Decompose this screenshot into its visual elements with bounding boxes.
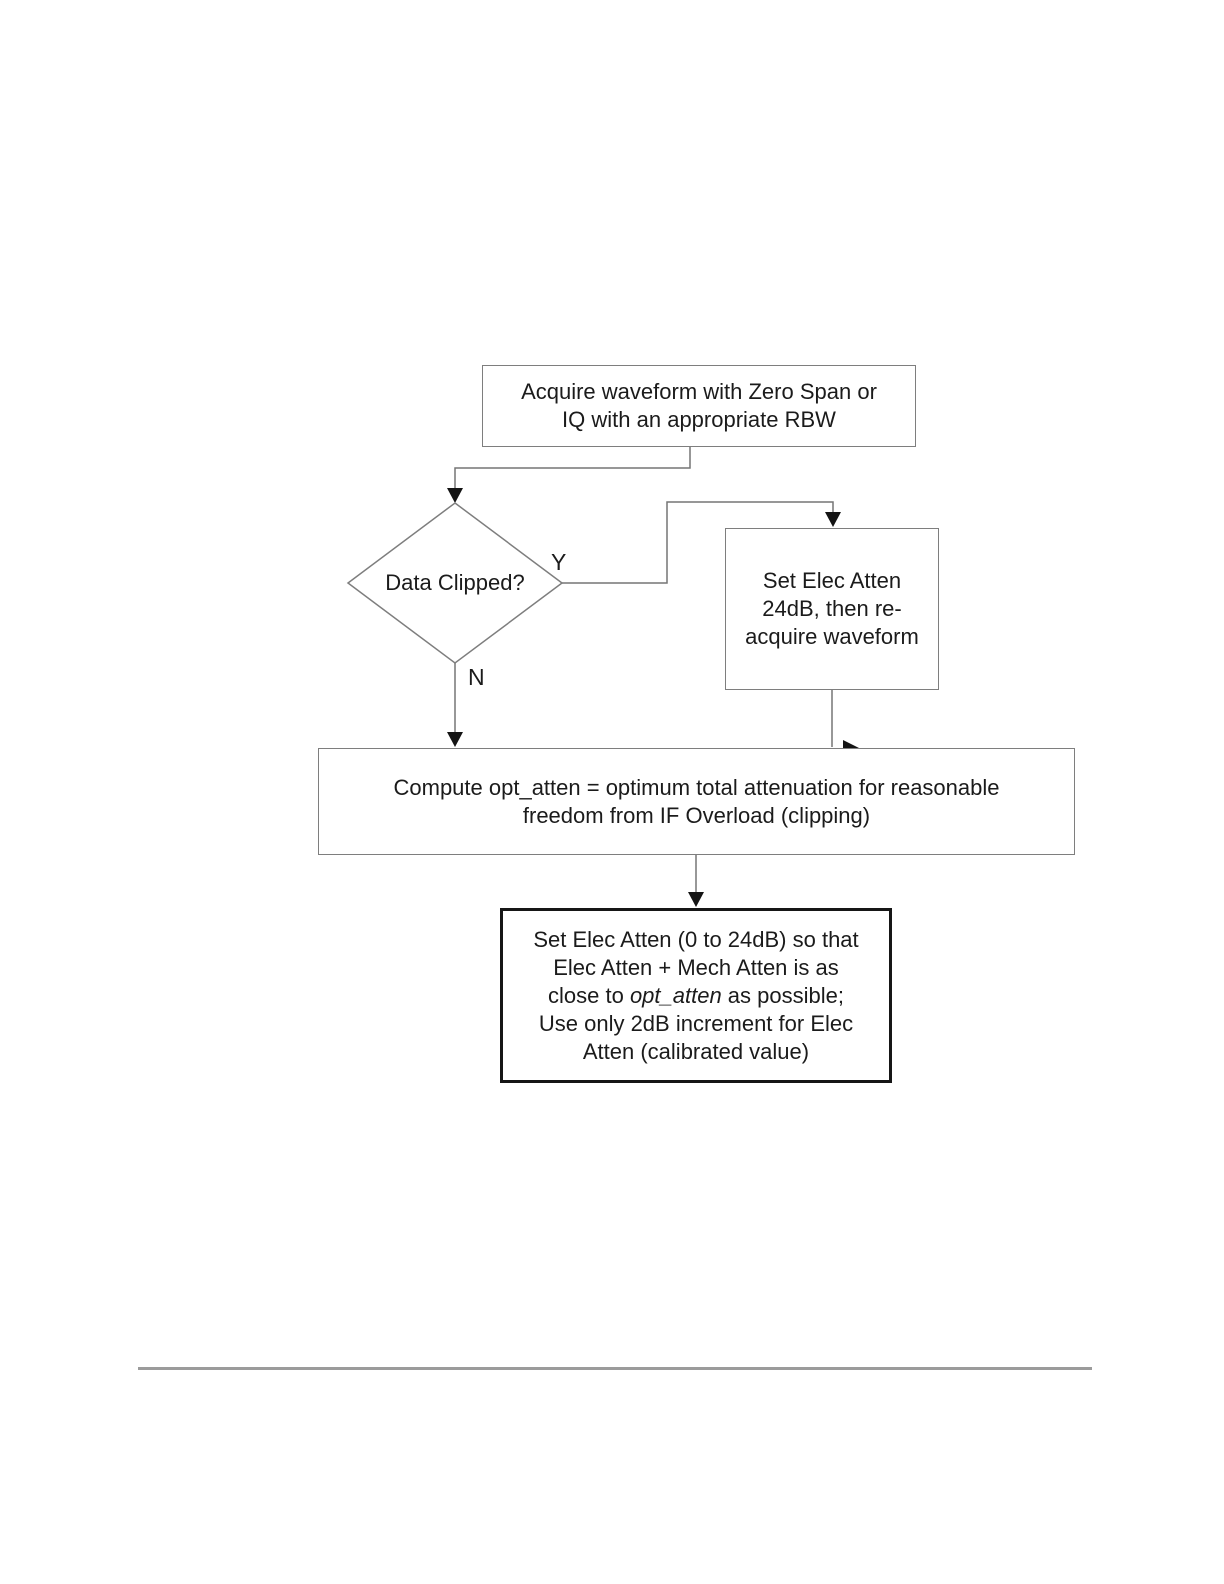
compute-opt-atten-line1: Compute opt_atten = optimum total attenu… [393, 774, 1000, 800]
final-box-line5: Atten (calibrated value) [582, 1038, 810, 1064]
set-elec-atten-line1: Set Elec Atten [762, 568, 902, 593]
final-box-line4: Use only 2dB increment for Elec [538, 1010, 854, 1036]
final-box-line1: Set Elec Atten (0 to 24dB) so that [533, 926, 859, 952]
set-elec-atten-line3: acquire waveform [745, 624, 919, 649]
arrow-down-icon [688, 892, 704, 907]
set-elec-atten-24db-box: Set Elec Atten 24dB, then re- acquire wa… [725, 528, 939, 690]
final-box-line3: close to opt_atten as possible; [548, 982, 844, 1010]
yes-branch-label: Y [551, 549, 567, 575]
page-footer-rule [138, 1367, 1092, 1370]
compute-opt-atten-line2: freedom from IF Overload (clipping) [522, 802, 871, 828]
final-box-line2: Elec Atten + Mech Atten is as [553, 954, 839, 980]
acquire-waveform-box: Acquire waveform with Zero Span or IQ wi… [482, 365, 916, 447]
data-clipped-decision-label: Data Clipped? [385, 570, 525, 595]
arrow-down-icon [825, 512, 841, 527]
no-branch-label: N [468, 664, 485, 690]
connector-acquire-to-diamond [454, 447, 691, 490]
acquire-waveform-line2: IQ with an appropriate RBW [562, 407, 836, 432]
acquire-waveform-line1: Acquire waveform with Zero Span or [521, 379, 877, 404]
arrow-down-icon [447, 488, 463, 503]
set-elec-atten-line2: 24dB, then re- [762, 596, 902, 621]
compute-opt-atten-box: Compute opt_atten = optimum total attenu… [318, 748, 1075, 855]
final-box-line3-prefix: close to [548, 982, 630, 1008]
set-elec-atten-final-box: Set Elec Atten (0 to 24dB) so that Elec … [500, 908, 892, 1083]
arrow-down-icon [447, 732, 463, 747]
final-box-line3-suffix: as possible; [721, 982, 844, 1008]
final-box-line3-italic: opt_atten [629, 982, 722, 1008]
connector-yes-branch [562, 501, 834, 584]
